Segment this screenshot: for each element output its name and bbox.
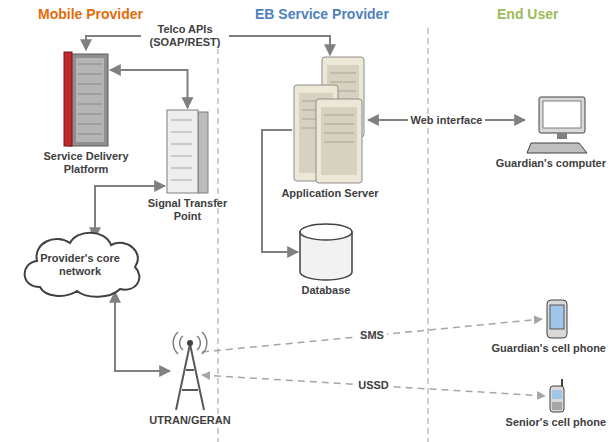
cloud-shape: Provider's core network xyxy=(15,225,145,300)
stp-slot xyxy=(171,156,192,157)
stp-slot xyxy=(171,180,192,181)
phone-body xyxy=(550,386,564,412)
antenna-mast xyxy=(176,344,204,410)
node-illustration xyxy=(298,222,354,282)
rack-body xyxy=(68,54,108,146)
computer-icon: Guardian's computer xyxy=(525,95,595,155)
rack-slot xyxy=(78,104,102,105)
node-label: Signal Transfer Point xyxy=(148,197,228,223)
rack-front xyxy=(76,58,104,142)
node-label: Provider's core network xyxy=(35,252,125,278)
phone-screen xyxy=(550,305,564,329)
antenna-waves xyxy=(173,332,207,354)
server-icon: Application Server xyxy=(292,55,368,185)
monitor-stand xyxy=(557,133,567,139)
node-label: Guardian's cell phone xyxy=(492,342,606,355)
rack-slot xyxy=(78,74,102,75)
connector xyxy=(110,70,188,108)
connector xyxy=(202,375,545,396)
node-label: Service Delivery Platform xyxy=(41,150,131,176)
stp-side xyxy=(198,112,208,193)
stp-front xyxy=(167,110,198,193)
phone-antenna xyxy=(561,379,563,386)
node-label: Application Server xyxy=(281,187,378,200)
connector xyxy=(202,319,542,352)
connector-label: Telco APIs (SOAP/REST) xyxy=(141,23,229,49)
connector-label: SMS xyxy=(357,329,387,342)
monitor xyxy=(539,97,585,133)
phone-icon: Senior's cell phone xyxy=(548,378,566,414)
stp-slot xyxy=(171,168,192,169)
phone-keys xyxy=(552,402,562,410)
server-slot xyxy=(324,115,354,116)
phone-icon: Guardian's cell phone xyxy=(545,298,569,340)
stp-slot xyxy=(171,132,192,133)
connector xyxy=(115,292,170,371)
rack-slot xyxy=(78,64,102,65)
rack-slot xyxy=(78,84,102,85)
server-rack-icon: Service Delivery Platform xyxy=(62,50,110,148)
column-header: Mobile Provider xyxy=(38,6,143,22)
node-illustration xyxy=(62,50,110,148)
stp-slot xyxy=(171,120,192,121)
keyboard xyxy=(527,143,587,153)
node-illustration xyxy=(548,378,566,414)
database-cylinder: Database xyxy=(298,222,354,282)
phone-body xyxy=(547,300,567,338)
connector-label: Web interface xyxy=(408,114,486,127)
column-header: End User xyxy=(497,6,558,22)
rack-slot xyxy=(78,124,102,125)
server-slot xyxy=(324,133,354,134)
rack-stripe xyxy=(64,52,72,146)
connector xyxy=(95,186,165,238)
separator-line xyxy=(217,28,219,442)
node-label: Senior's cell phone xyxy=(506,416,606,429)
node-label: Database xyxy=(302,284,351,297)
server-case xyxy=(316,99,362,183)
server-panel xyxy=(321,107,357,175)
server-slot xyxy=(324,142,354,143)
antenna-tip xyxy=(187,340,193,346)
node-illustration xyxy=(292,55,368,185)
phone-screen xyxy=(552,390,562,399)
separator-line xyxy=(427,28,429,442)
cloud-outline xyxy=(25,233,140,297)
node-illustration xyxy=(525,95,595,155)
antenna-icon: UTRAN/GERAN xyxy=(170,330,210,412)
column-header: EB Service Provider xyxy=(255,6,389,22)
node-illustration xyxy=(170,330,210,412)
rack-slot xyxy=(78,94,102,95)
database-top xyxy=(300,224,352,240)
transfer-point-icon: Signal Transfer Point xyxy=(165,108,210,195)
rack-slot xyxy=(78,114,102,115)
node-illustration xyxy=(165,108,210,195)
node-label: Guardian's computer xyxy=(496,157,606,170)
node-label: UTRAN/GERAN xyxy=(149,414,230,427)
server-slot xyxy=(330,73,356,74)
server-slot xyxy=(324,124,354,125)
connector-label: USSD xyxy=(355,379,392,392)
monitor-screen xyxy=(543,101,581,128)
rack-slot xyxy=(78,134,102,135)
server-slot xyxy=(330,82,356,83)
stp-slot xyxy=(171,144,192,145)
node-illustration xyxy=(545,298,569,340)
